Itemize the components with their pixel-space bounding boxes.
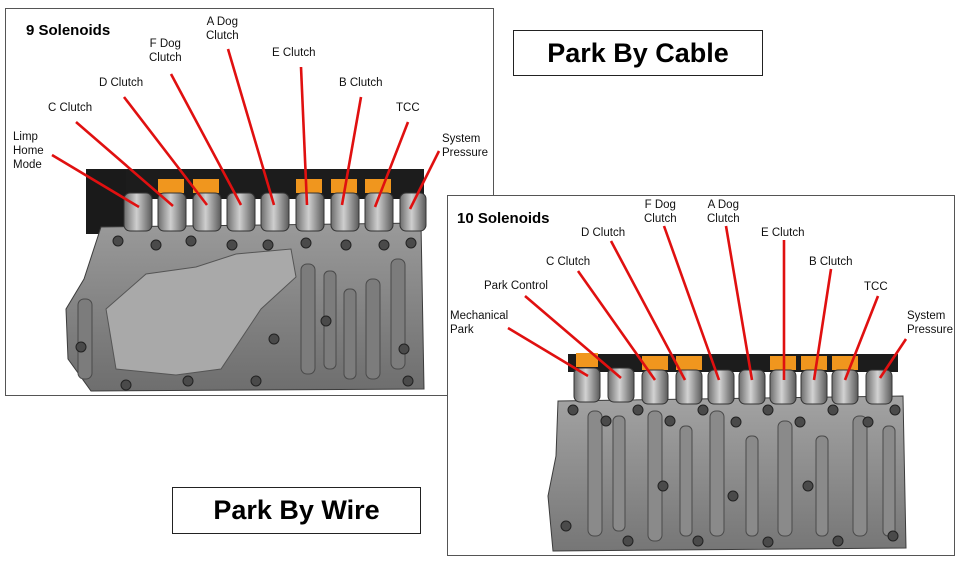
label-tcc: TCC	[396, 102, 420, 114]
park-by-wire-title: Park By Wire	[172, 487, 421, 534]
leader-system-pressure	[408, 150, 441, 210]
leader-limp-home	[51, 153, 140, 209]
leader-d-clutch	[122, 96, 209, 206]
solenoid-count-heading: 10 Solenoids	[457, 210, 550, 227]
label-e-clutch: E Clutch	[761, 227, 805, 239]
leader-a-dog-wire	[724, 225, 754, 381]
label-c-clutch: C Clutch	[48, 102, 93, 114]
leader-c-clutch-wire	[576, 270, 657, 381]
leader-park-control	[524, 295, 622, 379]
leader-f-dog-wire	[662, 225, 721, 381]
label-d-clutch: D Clutch	[99, 77, 144, 89]
leader-e-clutch	[299, 66, 309, 206]
leader-tcc	[373, 121, 410, 208]
valve-body-10-solenoids-image	[507, 225, 908, 552]
leader-c-clutch	[75, 121, 174, 207]
leader-tcc-wire	[843, 295, 880, 381]
label-d-clutch: D Clutch	[581, 227, 626, 239]
leader-b-clutch	[340, 96, 363, 206]
leader-b-clutch-wire	[812, 268, 833, 381]
leader-a-dog	[226, 48, 276, 206]
park-by-cable-title: Park By Cable	[513, 30, 763, 76]
label-b-clutch: B Clutch	[339, 77, 383, 89]
leader-f-dog	[169, 73, 243, 206]
label-park-control: Park Control	[484, 280, 548, 292]
solenoid-count-heading: 9 Solenoids	[26, 22, 111, 39]
leader-system-pressure-wire	[878, 338, 908, 379]
label-b-clutch: B Clutch	[809, 256, 853, 268]
leader-d-clutch-wire	[609, 240, 687, 381]
valve-body-9-solenoids-image	[51, 48, 441, 392]
label-e-clutch: E Clutch	[272, 47, 316, 59]
label-tcc: TCC	[864, 281, 888, 293]
label-c-clutch: C Clutch	[546, 256, 591, 268]
leader-mechanical-park	[507, 326, 589, 378]
